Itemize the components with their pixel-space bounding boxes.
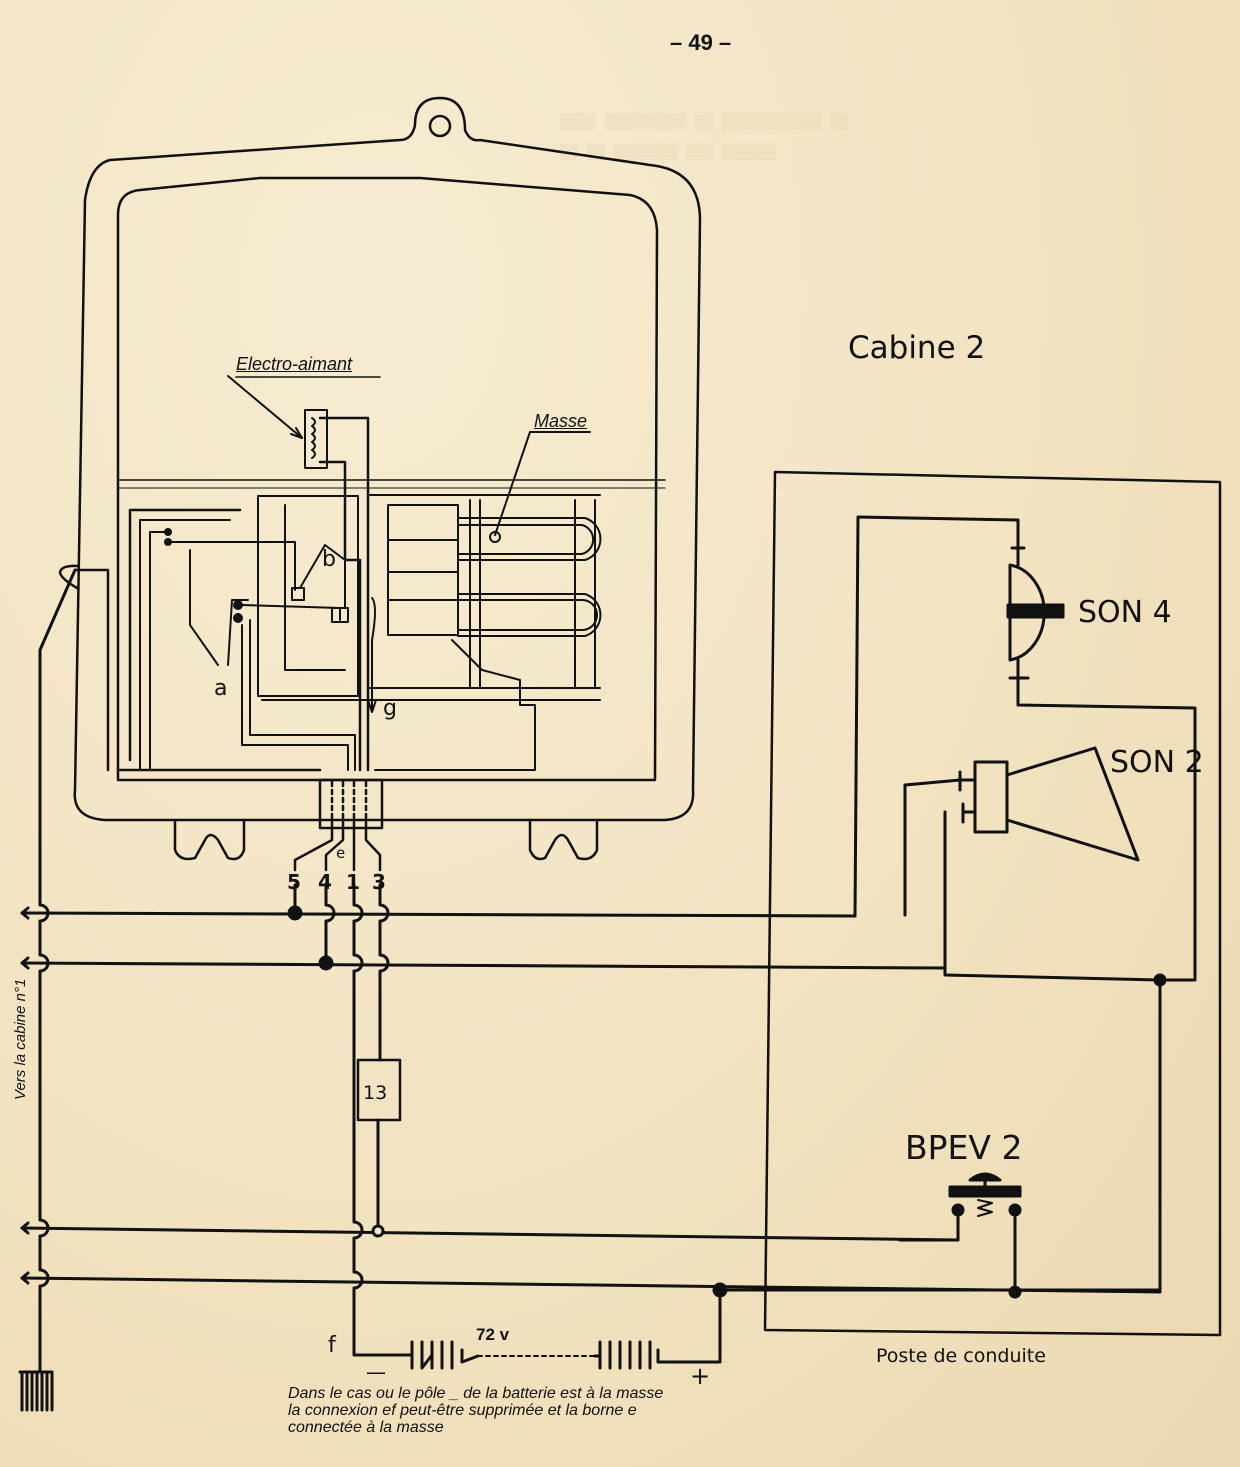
- masse-pointer: [494, 431, 591, 536]
- terminal-label: 1: [346, 870, 360, 894]
- terminal-label: 4: [318, 870, 332, 894]
- show-through-text: ▒▒▒▒ ▒▒▒▒▒▒▒▒▒ ▒▒ ▒▒▒▒▒▒▒▒▒▒▒ ▒▒ ▒▒ ▒▒ ▒…: [560, 114, 849, 161]
- housing-hook: [428, 114, 452, 138]
- poste-de-conduite: [718, 470, 1222, 1337]
- battery: [398, 1340, 480, 1370]
- label-battery-plus: +: [690, 1362, 711, 1390]
- electromagnet-coil: [311, 417, 316, 459]
- label-bpev: BPEV 2: [905, 1128, 1023, 1167]
- electromagnet: [304, 409, 328, 469]
- diagram-title: Cabine 2: [848, 330, 986, 366]
- label-masse: Masse: [534, 411, 588, 431]
- relay-block: [139, 494, 602, 771]
- electromagnet-pointer: [227, 375, 303, 439]
- label-contact-b: b: [322, 547, 336, 572]
- ground-symbol: [18, 1370, 54, 1412]
- mounting-foot-right: [528, 818, 599, 861]
- bpev-button: [898, 1172, 1022, 1299]
- cable-bundle: [73, 508, 384, 872]
- label-poste-de-conduite: Poste de conduite: [876, 1345, 1046, 1367]
- battery-note: Dans le cas ou le pôle _ de la batterie …: [288, 1385, 664, 1436]
- son2-horn: [1005, 746, 1140, 862]
- son2-body: [973, 760, 1009, 834]
- housing-inner: [116, 176, 659, 782]
- label-battery-minus: —: [366, 1360, 386, 1384]
- label-vers-cabine: Vers la cabine n°1: [12, 978, 29, 1100]
- label-contact-a: a: [214, 676, 228, 701]
- terminal-label: 3: [372, 870, 386, 894]
- label-battery-voltage: 72 v: [476, 1325, 510, 1344]
- housing-outer: [73, 96, 702, 822]
- label-son4: SON 4: [1078, 595, 1172, 630]
- terminal-label: 5: [287, 870, 301, 894]
- label-electro-aimant: Electro-aimant: [236, 354, 353, 374]
- label-terminal-e: e: [336, 844, 346, 862]
- horizontal-buses: [20, 883, 1162, 1370]
- label-son2: SON 2: [1110, 745, 1204, 780]
- label-fuse: 13: [363, 1082, 388, 1104]
- left-bus: [18, 568, 77, 1412]
- mounting-foot-left: [173, 818, 246, 861]
- label-terminal-f: f: [328, 1333, 336, 1358]
- label-terminal-g: g: [383, 696, 397, 721]
- page-number: – 49 –: [670, 30, 732, 55]
